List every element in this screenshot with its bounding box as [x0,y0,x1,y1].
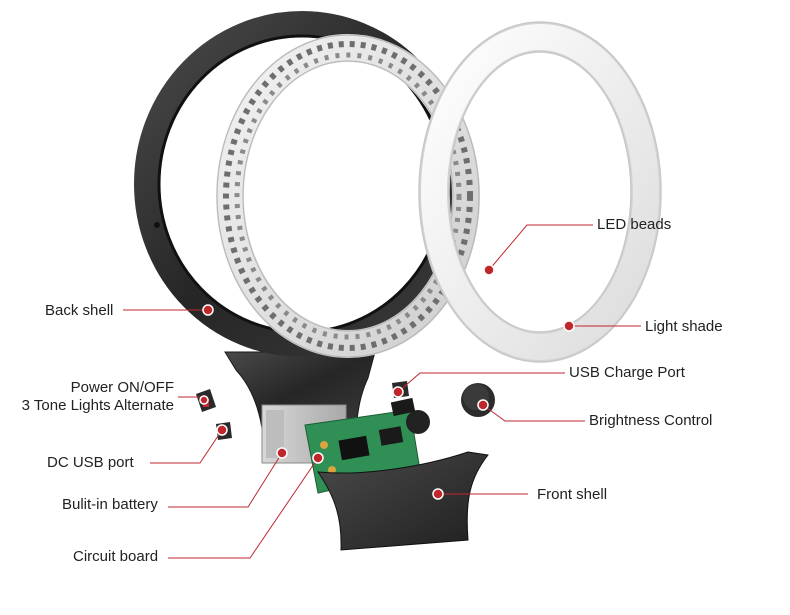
label-circuit-board: Circuit board [73,548,159,565]
leader-lines [123,224,641,559]
leader-led-beads [488,224,593,271]
marker-led-beads [483,264,495,276]
label-dc-usb-port: DC USB port [47,454,134,471]
leader-circuit-board [168,457,319,559]
label-builtin-battery: Bulit-in battery [62,496,158,513]
light-shade [418,21,662,363]
leader-dc-usb-port [150,429,223,464]
marker-back-shell [202,304,214,316]
brightness-knob [461,383,495,417]
markers [199,264,575,500]
label-front-shell: Front shell [537,486,608,503]
marker-front-shell [432,488,444,500]
marker-dc-usb-port [216,424,228,436]
label-power-line1: Power ON/OFF [70,379,174,396]
label-back-shell: Back shell [45,302,114,319]
leader-brightness-control [482,404,585,422]
label-led-beads: LED beads [597,216,672,233]
led-beads-ring [216,34,480,358]
label-power: Power ON/OFF 3 Tone Lights Alternate [14,379,174,415]
label-usb-charge-port: USB Charge Port [569,364,685,381]
leader-builtin-battery [168,452,283,508]
leader-usb-charge-port [397,372,565,393]
marker-light-shade [563,320,575,332]
label-power-line2: 3 Tone Lights Alternate [21,397,174,414]
marker-brightness-control [477,399,489,411]
label-light-shade: Light shade [645,318,723,335]
marker-usb-charge-port [392,386,404,398]
label-brightness-control: Brightness Control [589,412,713,429]
marker-power [199,395,209,405]
marker-builtin-battery [276,447,288,459]
marker-circuit-board [312,452,324,464]
front-shell [316,451,489,551]
